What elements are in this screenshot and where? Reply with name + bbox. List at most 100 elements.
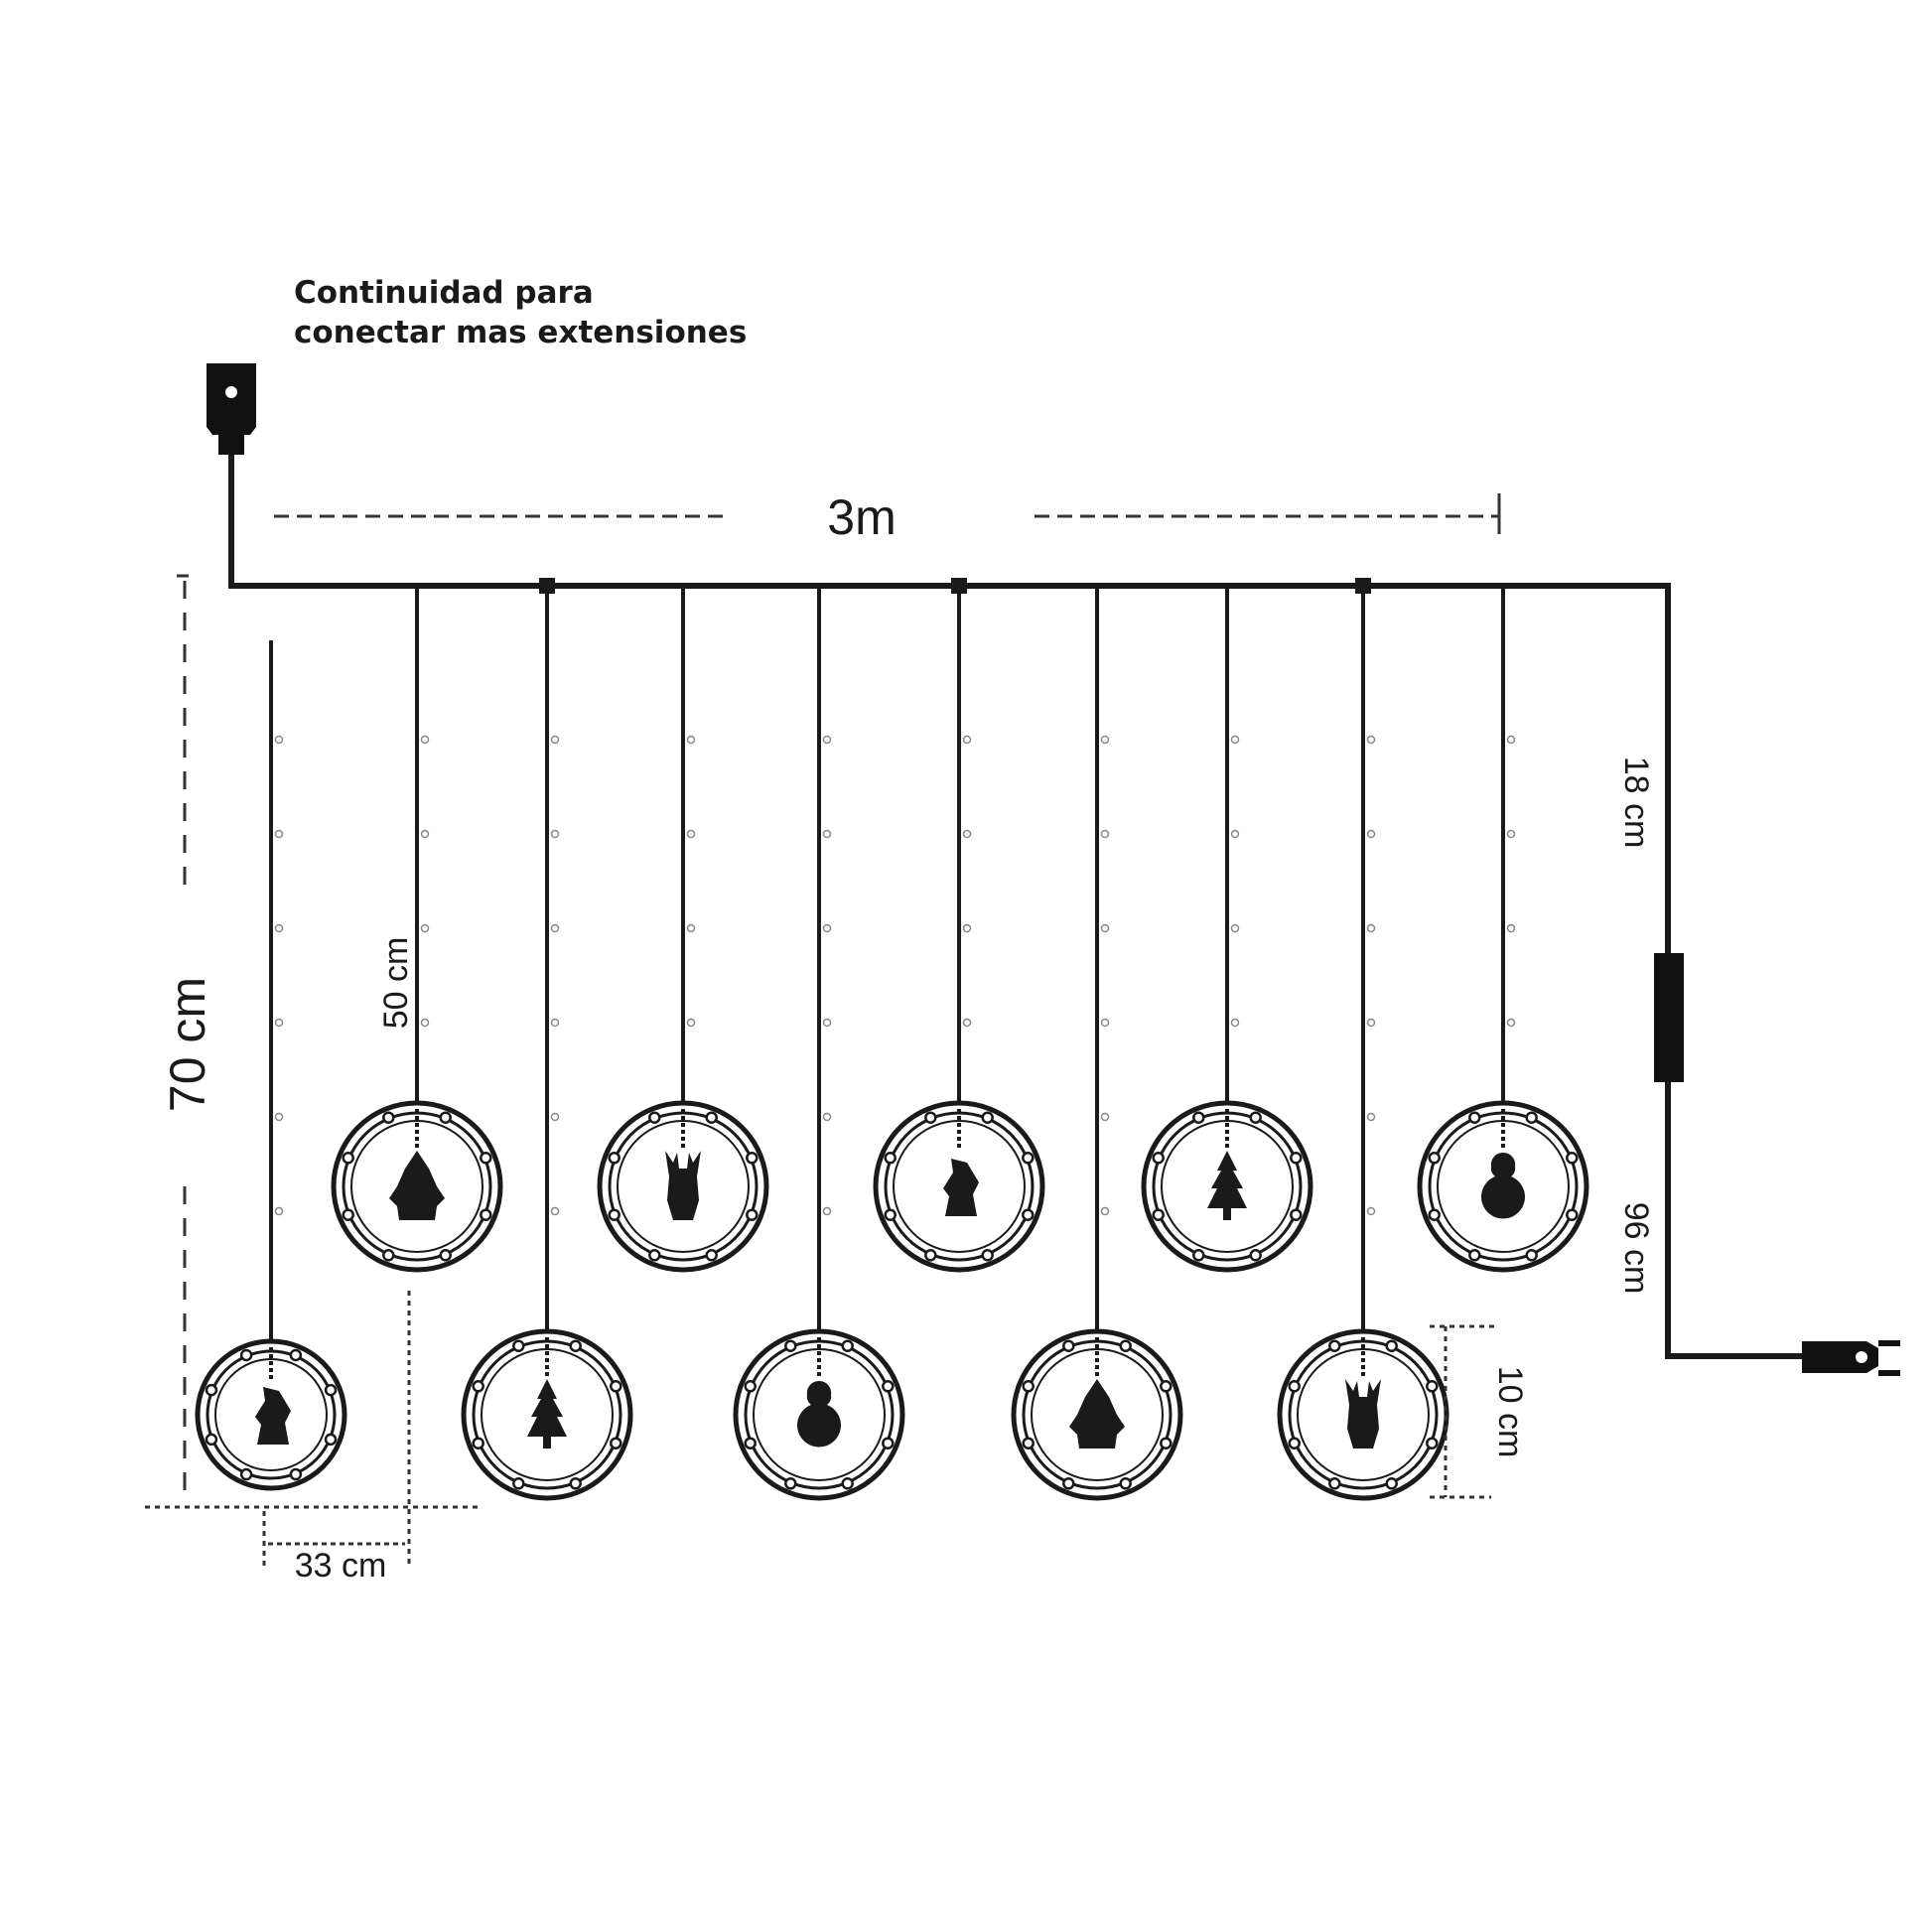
bulb-icon [962,829,972,839]
ring-bead [569,1477,582,1490]
santa-icon [1069,1379,1125,1449]
lead-to-controller-label: 18 cm [1617,757,1655,849]
ring-bead [480,1208,492,1221]
bulb-icon [1506,1018,1516,1028]
tree-icon [1207,1151,1247,1220]
strands [195,578,1589,1501]
ring-bead [744,1437,757,1449]
width-label: 3m [827,489,896,545]
bulb-icon [962,1018,972,1028]
bulb-icon [1366,1018,1376,1028]
ring-innermost [893,1120,1026,1253]
ring-bead [746,1152,759,1165]
ring-innermost [481,1348,614,1481]
bulb-icon [274,735,284,745]
bulb-icon [1506,735,1516,745]
ring-bead [1468,1249,1481,1262]
ring-bead [882,1437,895,1449]
ring-bead [512,1339,525,1352]
ring-bead [1426,1437,1439,1449]
ring-outer [1277,1328,1449,1501]
width-dimension: 3m [274,489,1501,545]
ring-bead [1022,1437,1035,1449]
ring-bead [1192,1249,1205,1262]
snowman-icon [797,1380,841,1448]
ring-innermost [1297,1348,1430,1481]
bulb-icon [420,829,430,839]
bulb-icon [686,829,696,839]
ring-outer [1011,1328,1183,1501]
bulb-icon [1366,1112,1376,1122]
ring-bead [841,1339,854,1352]
strand-clip [951,578,967,594]
ring-bead [1249,1249,1262,1262]
ring-innermost [617,1120,750,1253]
ring-bead [205,1433,218,1447]
ring-bead [342,1152,354,1165]
ring-bead [472,1437,484,1449]
ring-bead [324,1433,338,1447]
ring-bead [480,1152,492,1165]
ring-bead [1022,1152,1035,1165]
ring-outer [1141,1100,1313,1273]
bulb-icon [822,1112,832,1122]
ring-innermost [1161,1120,1294,1253]
ring-bead [289,1348,303,1362]
ring-bead [744,1380,757,1393]
bulb-icon [822,923,832,933]
strand-9 [1277,578,1449,1501]
strand-8 [1141,586,1313,1273]
ring-bead [289,1467,303,1481]
ring-bead [924,1249,937,1262]
bulb-icon [1100,1018,1110,1028]
bulb-icon [550,1018,560,1028]
ring-bead [1468,1111,1481,1124]
ring-bead [648,1249,661,1262]
strand-4 [597,586,769,1273]
reindeer-icon [1345,1379,1381,1449]
controller-box-icon [1654,953,1684,1082]
bulb-icon [822,1206,832,1216]
ring-outer [733,1328,905,1501]
bulb-icon [550,1112,560,1122]
ring-bead [1566,1208,1579,1221]
ring-bead [1022,1380,1035,1393]
ring-bead [1152,1152,1165,1165]
ring-bead [472,1380,484,1393]
strand-10 [1417,586,1589,1273]
ring-bead [610,1380,622,1393]
ring-bead [1062,1339,1075,1352]
ring-bead [784,1477,797,1490]
lead-to-plug-label: 96 cm [1617,1202,1655,1295]
bulb-icon [962,735,972,745]
ring-bead [1119,1477,1132,1490]
ring-bead [239,1348,253,1362]
curtain-height-label: 70 cm [160,977,215,1112]
ring-bead [784,1339,797,1352]
ring-bead [608,1208,621,1221]
strand-5 [733,586,905,1501]
ring-bead [884,1208,897,1221]
ring-bead [705,1249,718,1262]
strand-spacing-dimension: 33 cm [262,1291,411,1585]
strand-length-label: 50 cm [377,937,415,1030]
bulb-icon [1506,829,1516,839]
ring-outer [873,1100,1045,1273]
bulb-icon [1230,829,1240,839]
ring-bead [1290,1152,1303,1165]
ring-bead [924,1111,937,1124]
male-plug-icon [1802,1340,1900,1376]
curtain-height-dimension: 70 cm [145,574,481,1509]
santa-icon [389,1151,445,1220]
ring-bead [1022,1208,1035,1221]
bulb-icon [1366,923,1376,933]
horse-icon [255,1387,291,1445]
ring-bead [324,1383,338,1397]
ring-bead [1160,1380,1173,1393]
bulb-icon [1230,923,1240,933]
ring-outer [461,1328,633,1501]
ring-outer [597,1100,769,1273]
strand-clip [539,578,555,594]
bulb-icon [274,1206,284,1216]
bulb-icon [420,1018,430,1028]
